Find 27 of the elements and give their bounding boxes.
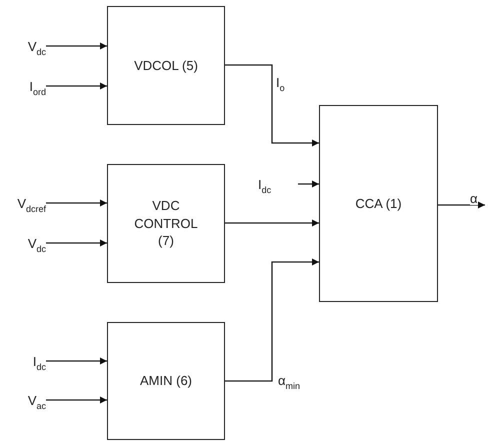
signal-label: V$_{ac}$ <box>4 390 46 410</box>
block-label: AMIN (6) <box>139 372 193 390</box>
signal-label: I$_{dc}$ <box>4 351 46 371</box>
arrow <box>46 396 107 404</box>
arrow <box>46 240 107 246</box>
block-box <box>107 164 225 283</box>
arrow <box>298 180 319 188</box>
arrow <box>46 42 107 50</box>
signal-label: I$_{ord}$ <box>4 76 46 96</box>
arrow <box>438 202 485 208</box>
arrow <box>46 200 107 206</box>
arrow <box>46 358 107 364</box>
arrow <box>225 220 319 226</box>
arrow <box>225 258 319 382</box>
signal-label: I$_{dc}$ <box>258 174 298 194</box>
signal-label: V$_{dc}$ <box>4 233 46 253</box>
block-label: VDCOL (5) <box>133 56 199 74</box>
block-label: CCA (1) <box>354 194 403 212</box>
block-box <box>107 6 225 125</box>
block-label: VDC CONTROL (7) <box>133 197 199 250</box>
edge-label: I$_{o}$ <box>276 76 285 89</box>
arrow <box>46 82 107 90</box>
arrow <box>225 64 319 146</box>
signal-label: V$_{dc}$ <box>4 36 46 56</box>
block-box <box>319 105 438 302</box>
signal-label: V$_{dcref}$ <box>4 193 46 213</box>
block-box <box>107 322 225 440</box>
